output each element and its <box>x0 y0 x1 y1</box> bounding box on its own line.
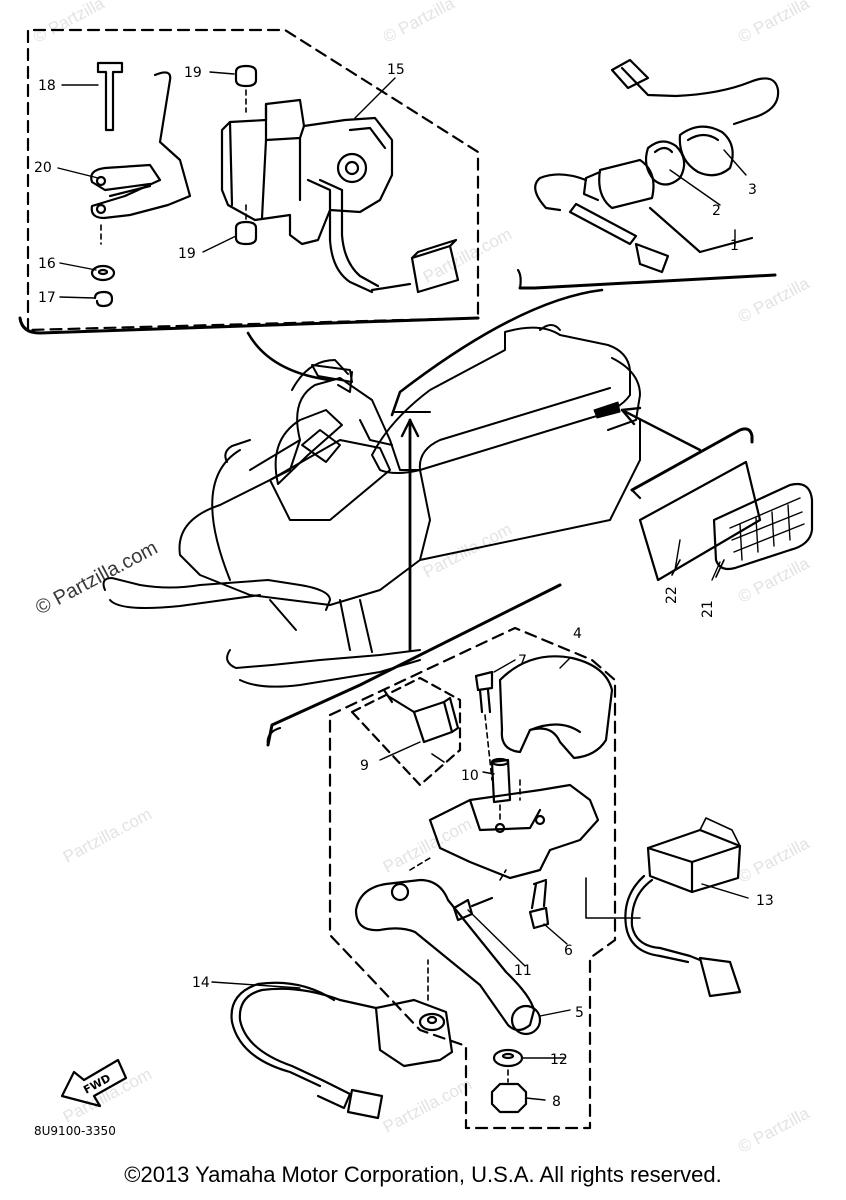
part-17-clip <box>93 290 114 308</box>
part-21-tail-light <box>712 482 814 571</box>
group-15-frame <box>26 28 480 332</box>
callout-4: 4 <box>573 626 582 642</box>
callout-18: 18 <box>38 78 56 94</box>
callout-8: 8 <box>552 1094 561 1110</box>
callout-1: 1 <box>730 238 739 254</box>
callout-2: 2 <box>712 203 721 219</box>
callout-15: 15 <box>387 62 405 78</box>
copyright-notice: ©2013 Yamaha Motor Corporation, U.S.A. A… <box>124 1162 722 1187</box>
callout-12: 12 <box>550 1052 568 1068</box>
part-15-unit <box>220 98 394 246</box>
fwd-arrow-icon <box>60 1058 128 1108</box>
part-19-grommet-top <box>234 64 258 88</box>
diagram-code: 8U9100-3350 <box>34 1124 116 1138</box>
part-18-pin <box>96 61 124 132</box>
part-4-housing <box>498 655 614 760</box>
callout-10: 10 <box>461 768 479 784</box>
callout-7: 7 <box>518 653 527 669</box>
group-9-frame <box>350 676 462 787</box>
callout-21: 21 <box>700 600 716 618</box>
group-4-frame <box>328 626 617 1130</box>
part-5-lever <box>354 878 536 1032</box>
part-8-nut <box>490 1082 528 1114</box>
part-14-connector <box>346 1088 384 1120</box>
callout-13: 13 <box>756 893 774 909</box>
callout-5: 5 <box>575 1005 584 1021</box>
callout-16: 16 <box>38 256 56 272</box>
callout-22: 22 <box>664 586 680 604</box>
part-bracket-plate <box>428 783 600 880</box>
callout-3: 3 <box>748 182 757 198</box>
part-3-knob <box>678 125 734 177</box>
part-22-lens-gasket <box>638 460 762 582</box>
part-14-switch <box>374 998 454 1068</box>
group-1-frame <box>518 273 777 290</box>
part-1-switch <box>598 158 655 210</box>
part-9-bracket <box>412 700 454 744</box>
part-6-bolt <box>528 906 550 930</box>
part-14-wire <box>238 987 342 1082</box>
part-1-wire <box>568 202 638 246</box>
part-13-connector <box>698 956 742 998</box>
callout-20: 20 <box>34 160 52 176</box>
part-3-key <box>610 58 650 90</box>
callout-11: 11 <box>514 963 532 979</box>
fwd-label: FWD <box>81 1072 113 1097</box>
callout-9: 9 <box>360 758 369 774</box>
group-tail-frame <box>630 427 754 492</box>
part-15-connector <box>410 244 460 294</box>
part-10-collar <box>490 758 512 804</box>
callout-19-top: 19 <box>184 65 202 81</box>
part-2-nut <box>644 140 686 186</box>
callout-6: 6 <box>564 943 573 959</box>
callout-14: 14 <box>192 975 210 991</box>
part-16-washer <box>90 264 116 282</box>
part-20-bracket <box>90 71 192 220</box>
callout-17: 17 <box>38 290 56 306</box>
snowmobile <box>102 324 641 688</box>
part-19-grommet-bottom <box>234 220 258 246</box>
part-7-screw <box>474 670 494 692</box>
callout-19-bottom: 19 <box>178 246 196 262</box>
